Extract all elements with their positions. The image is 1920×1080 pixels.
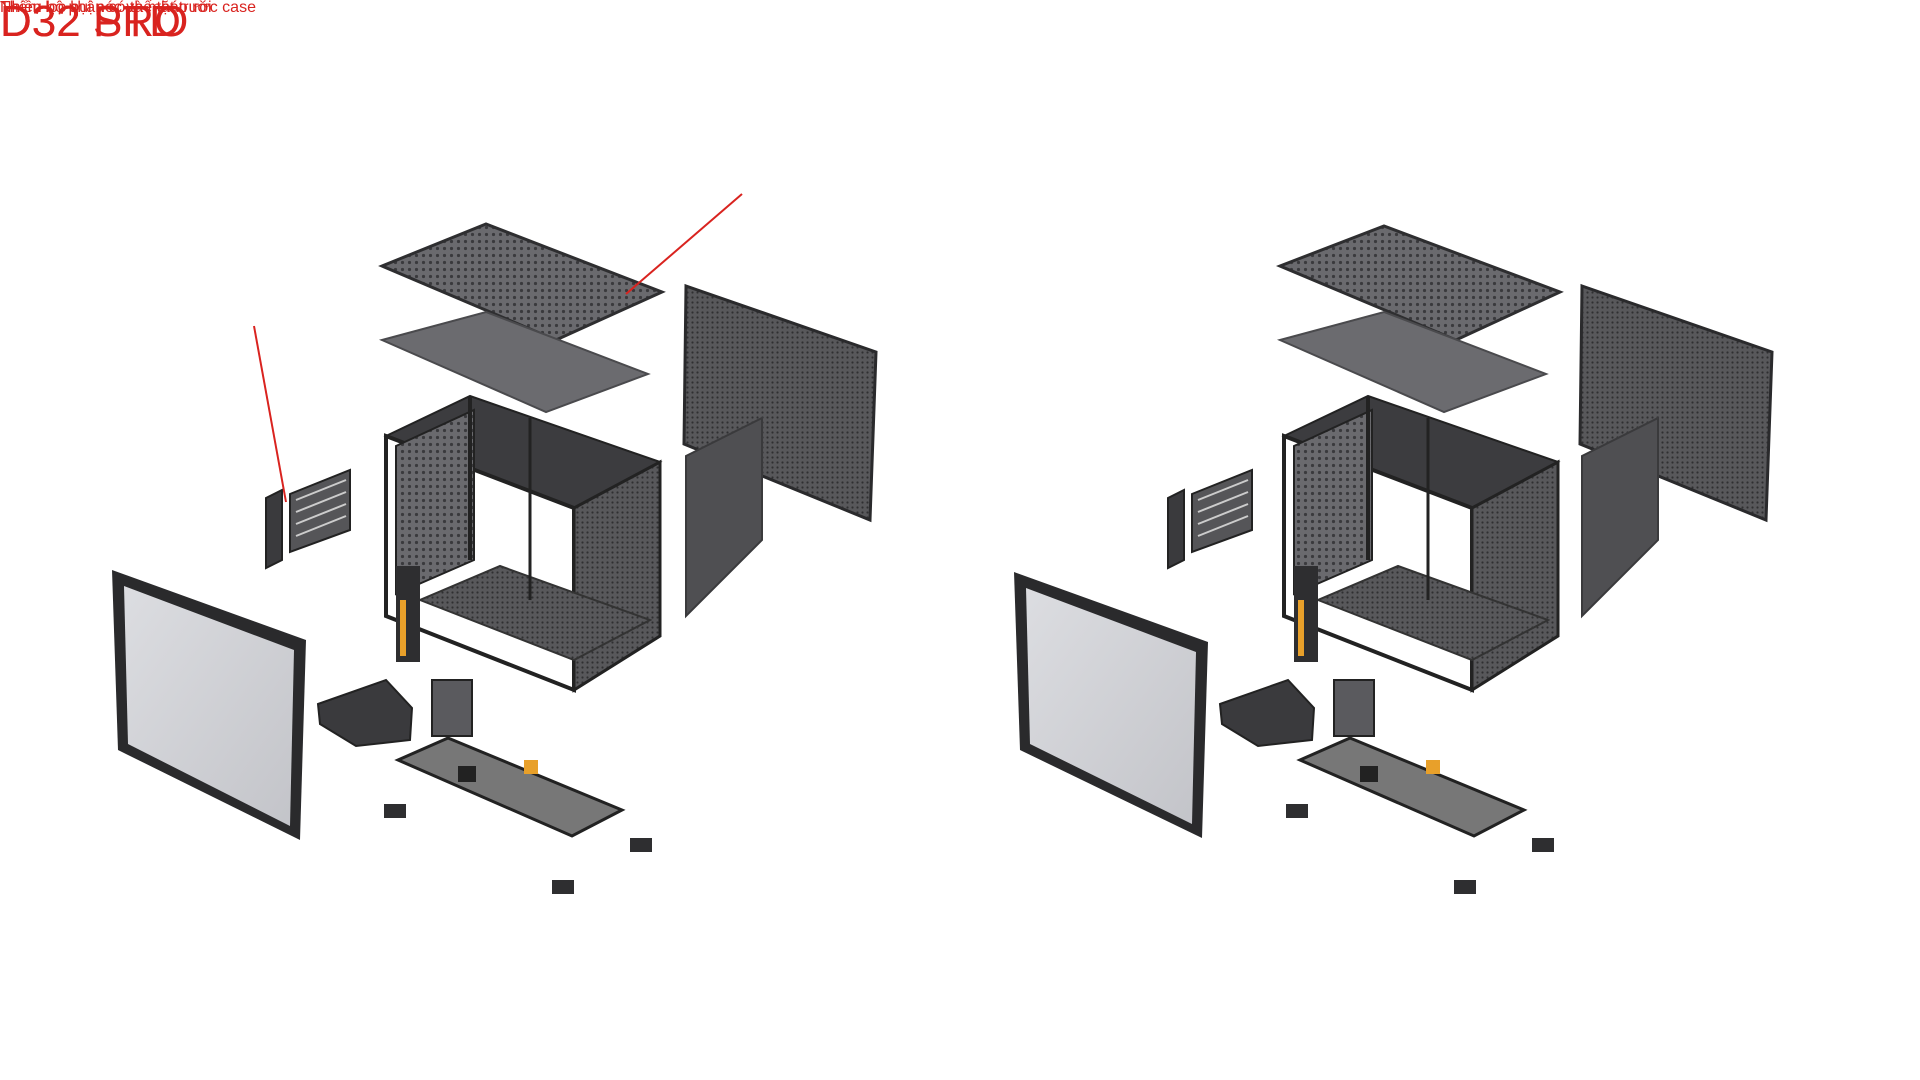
tempered-glass-panel [112,570,306,840]
top-panel [378,310,651,414]
psu-bracket [1333,679,1375,737]
drive-cage [1218,678,1316,748]
bottom-plate [394,736,626,838]
pci-bracket-set [1167,468,1253,570]
title-d32-pro: D32 PRO [0,0,189,46]
chassis-frame [383,394,663,693]
foot [1532,838,1554,852]
chassis-frame [1281,394,1561,693]
foot [1454,880,1476,894]
top-panel [1276,310,1549,414]
drive-cage [316,678,414,748]
foot [630,838,652,852]
case-std-exploded [1014,224,1774,894]
foot [1286,804,1308,818]
case-pro-exploded [112,222,878,894]
tempered-glass-panel [1014,572,1208,838]
foot [384,804,406,818]
callout-line-dust-filter [625,193,743,295]
psu-bracket [431,679,473,737]
top-dust-filter [378,222,666,342]
side-mesh-panel-lower [1581,416,1659,619]
bottom-plate [1296,736,1528,838]
top-dust-filter [1275,224,1564,342]
pci-bracket-set [265,468,351,570]
callout-line-removable-parts [253,325,287,503]
callout-removable-parts: Nhiều bộ phận có thể tháo rời [0,0,212,16]
title-d32-std: D32 STD [0,0,181,46]
foot [552,880,574,894]
side-mesh-panel-lower [685,416,763,619]
callout-dust-filter: Thêm lọc bụi nóc và mặt trước case [0,0,256,16]
